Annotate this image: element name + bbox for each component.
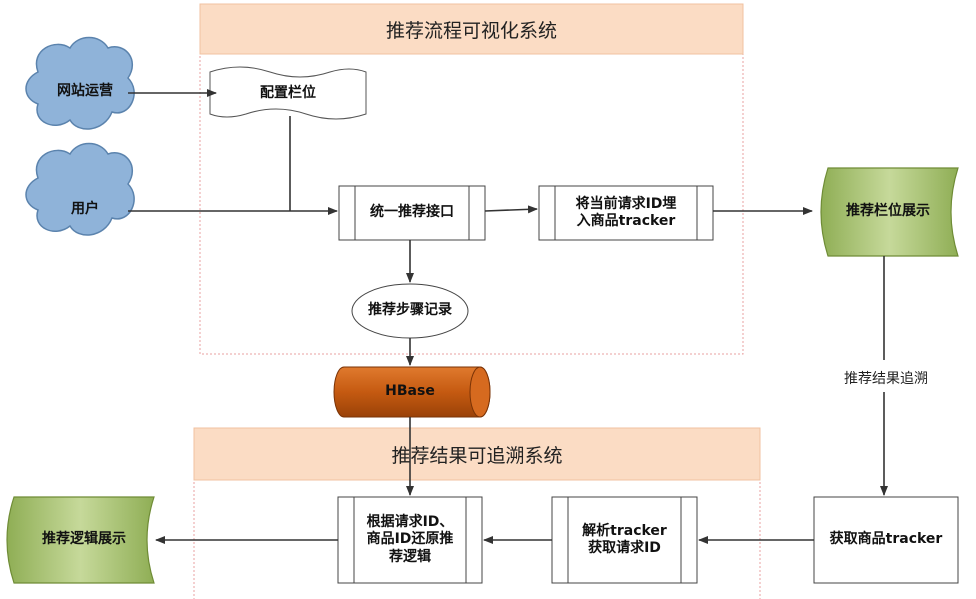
embed-tracker-label: 将当前请求ID埋 入商品tracker [575,195,677,230]
user-label: 用户 [71,201,99,218]
config-slot-shape [209,66,367,120]
hbase-label: HBase [385,383,435,400]
connectors [128,89,888,544]
site-ops-label: 网站运营 [57,83,113,100]
get-tracker-label: 获取商品tracker [829,531,943,548]
unified-api-label: 统一推荐接口 [370,204,454,221]
logic-display-label: 推荐逻辑展示 [42,531,126,548]
parse-tracker-box [551,496,698,584]
trace-edge-label: 推荐结果追溯 [830,364,942,392]
parse-tracker-label: 解析tracker 获取请求ID [582,522,667,557]
arrow-api-to-embed [484,205,538,214]
bottom-panel-title: 推荐结果可追溯系统 [391,444,563,467]
unified-api-box [338,185,486,241]
embed-tracker-box [538,185,714,241]
config-slot-label: 配置栏位 [260,85,316,102]
slot-display-label: 推荐栏位展示 [846,203,930,220]
step-log-label: 推荐步骤记录 [368,302,452,319]
site-ops-cloud [25,36,135,130]
restore-logic-label: 根据请求ID、 商品ID还原推 荐逻辑 [366,513,454,565]
user-cloud [25,142,135,236]
logic-display-shape [6,496,155,584]
top-panel-title: 推荐流程可视化系统 [385,19,557,42]
hbase-drum [333,366,491,418]
slot-display-shape [820,167,959,257]
get-tracker-box [813,496,959,584]
top-panel [199,3,744,355]
